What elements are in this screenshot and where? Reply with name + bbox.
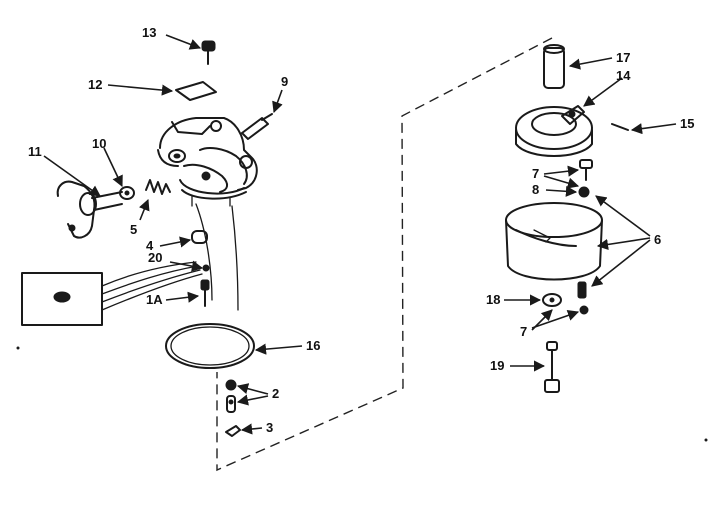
part-6-screw [577,281,587,299]
callout-4: 4 [146,238,154,253]
part-11-throttle-shaft [56,180,123,239]
part-9-jet [241,113,273,140]
part-4-seat [191,230,208,244]
carburetor-body [157,117,258,207]
leader-lines [43,34,677,435]
speck [16,346,20,350]
float-top [515,105,593,157]
callout-10: 10 [92,136,106,151]
bowl-outline [195,203,239,311]
callout-8: 8 [532,182,539,197]
part-19-bolt [544,341,560,393]
speck [704,438,708,442]
part-7-nut-lower [579,305,589,315]
part-20-ball [202,264,210,272]
part-3-clip [225,425,241,437]
part-7-screw-top [579,159,593,181]
callout-12: 12 [88,77,102,92]
callout-18: 18 [486,292,500,307]
part-10-washer [119,186,135,200]
part-12-plate [175,81,217,101]
primer-label-block [21,261,203,326]
part-18-washer [542,293,562,307]
callout-15: 15 [680,116,694,131]
part-13-screw [201,40,216,65]
callout-19: 19 [490,358,504,373]
callout-6: 6 [654,232,661,247]
dashed-boundary [216,37,553,472]
part-17-tube [543,44,565,89]
callout-7-lower: 7 [520,324,527,339]
callout-11: 11 [28,144,42,159]
part-15-pin [611,123,629,131]
callout-7-upper: 7 [532,166,539,181]
callout-2: 2 [272,386,279,401]
callout-13: 13 [142,25,156,40]
callout-9: 9 [281,74,288,89]
callout-14: 14 [616,68,631,83]
part-1a-needle [200,279,210,307]
part-8-nut [578,186,590,198]
part-16-gasket [165,323,255,369]
float-bowl [505,202,603,281]
callout-17: 17 [616,50,630,65]
part-5-spring [145,179,171,195]
part-2-needle [226,395,236,413]
callout-5: 5 [130,222,137,237]
callout-1a: 1A [146,292,163,307]
part-2-ball [225,379,237,391]
callout-3: 3 [266,420,273,435]
callout-16: 16 [306,338,320,353]
callout-20: 20 [148,250,162,265]
